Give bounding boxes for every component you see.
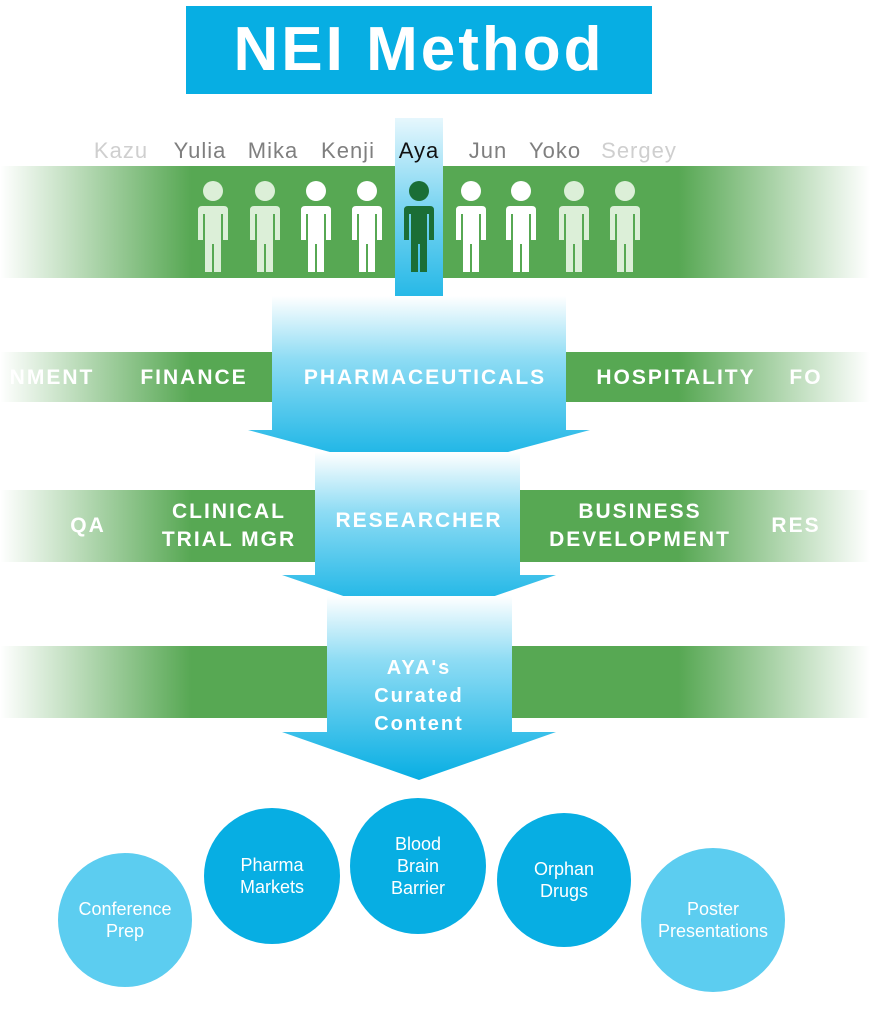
person-name-mika[interactable]: Mika — [247, 138, 299, 163]
topic-label-line: Blood — [394, 834, 442, 854]
industry-selected: PHARMACEUTICALS — [303, 366, 547, 389]
role-left-1: QA — [70, 514, 106, 537]
role-labels: QA CLINICAL TRIAL MGR RESEARCHER BUSINESS… — [0, 498, 870, 558]
page-title: NEI Method — [233, 15, 605, 84]
person-figure[interactable] — [506, 181, 536, 272]
industry-right-1: HOSPITALITY — [596, 366, 756, 389]
curated-line-3: Content — [374, 713, 464, 735]
person-name-aya[interactable]: Aya — [398, 138, 440, 163]
people-figures — [198, 181, 640, 272]
label-line: DEVELOPMENT — [549, 528, 731, 551]
role-selected: RESEARCHER — [335, 509, 503, 532]
industry-labels: NMENT FINANCE PHARMACEUTICALS HOSPITALIT… — [0, 364, 870, 394]
role-right-2: RES — [771, 514, 821, 537]
industry-right-2: FO — [789, 366, 823, 389]
person-figure[interactable] — [352, 181, 382, 272]
topic-label-line: Presentations — [657, 921, 769, 941]
curated-line-1: AYA's — [386, 657, 452, 679]
industry-left-1: NMENT — [9, 366, 95, 389]
selection-arrow-role — [282, 452, 556, 622]
person-figure[interactable] — [610, 181, 640, 272]
person-figure[interactable] — [456, 181, 486, 272]
person-figure[interactable] — [198, 181, 228, 272]
person-figure[interactable] — [250, 181, 280, 272]
industry-left-2: FINANCE — [140, 366, 248, 389]
topic-label-line: Prep — [105, 921, 145, 941]
curated-line-2: Curated — [374, 685, 464, 707]
role-left-2: CLINICAL TRIAL MGR — [162, 498, 296, 554]
curated-content-label: AYA's Curated Content — [374, 654, 464, 738]
label-line: BUSINESS — [578, 500, 702, 523]
title-banner: NEI Method — [186, 6, 652, 94]
selection-arrow-industry — [248, 296, 590, 476]
topic-label-line: Brain — [396, 856, 439, 876]
selection-arrow-curated — [282, 596, 556, 780]
person-name-kenji[interactable]: Kenji — [321, 138, 375, 163]
person-name-kazu[interactable]: Kazu — [93, 138, 149, 163]
person-figure[interactable] — [301, 181, 331, 272]
topic-label-line: Poster — [686, 899, 739, 919]
person-name-jun[interactable]: Jun — [468, 138, 508, 163]
person-name-sergey[interactable]: Sergey — [601, 138, 677, 163]
label-line: TRIAL MGR — [161, 528, 297, 551]
topic-label-line: Markets — [239, 877, 304, 897]
topic-label-line: Conference — [78, 899, 172, 919]
role-right-1: BUSINESS DEVELOPMENT — [549, 498, 731, 554]
label-line: CLINICAL — [172, 500, 286, 523]
topic-label-line: Orphan — [533, 859, 595, 879]
topic-label-line: Barrier — [390, 878, 445, 898]
person-figure[interactable] — [559, 181, 589, 272]
person-figure[interactable] — [404, 181, 434, 272]
topic-label-line: Pharma — [240, 855, 304, 875]
person-name-yulia[interactable]: Yulia — [173, 138, 227, 163]
person-name-yoko[interactable]: Yoko — [528, 138, 582, 163]
topic-label-line: Drugs — [539, 881, 588, 901]
people-names: Kazu Yulia Mika Kenji Aya Jun Yoko Sergey — [0, 138, 870, 168]
